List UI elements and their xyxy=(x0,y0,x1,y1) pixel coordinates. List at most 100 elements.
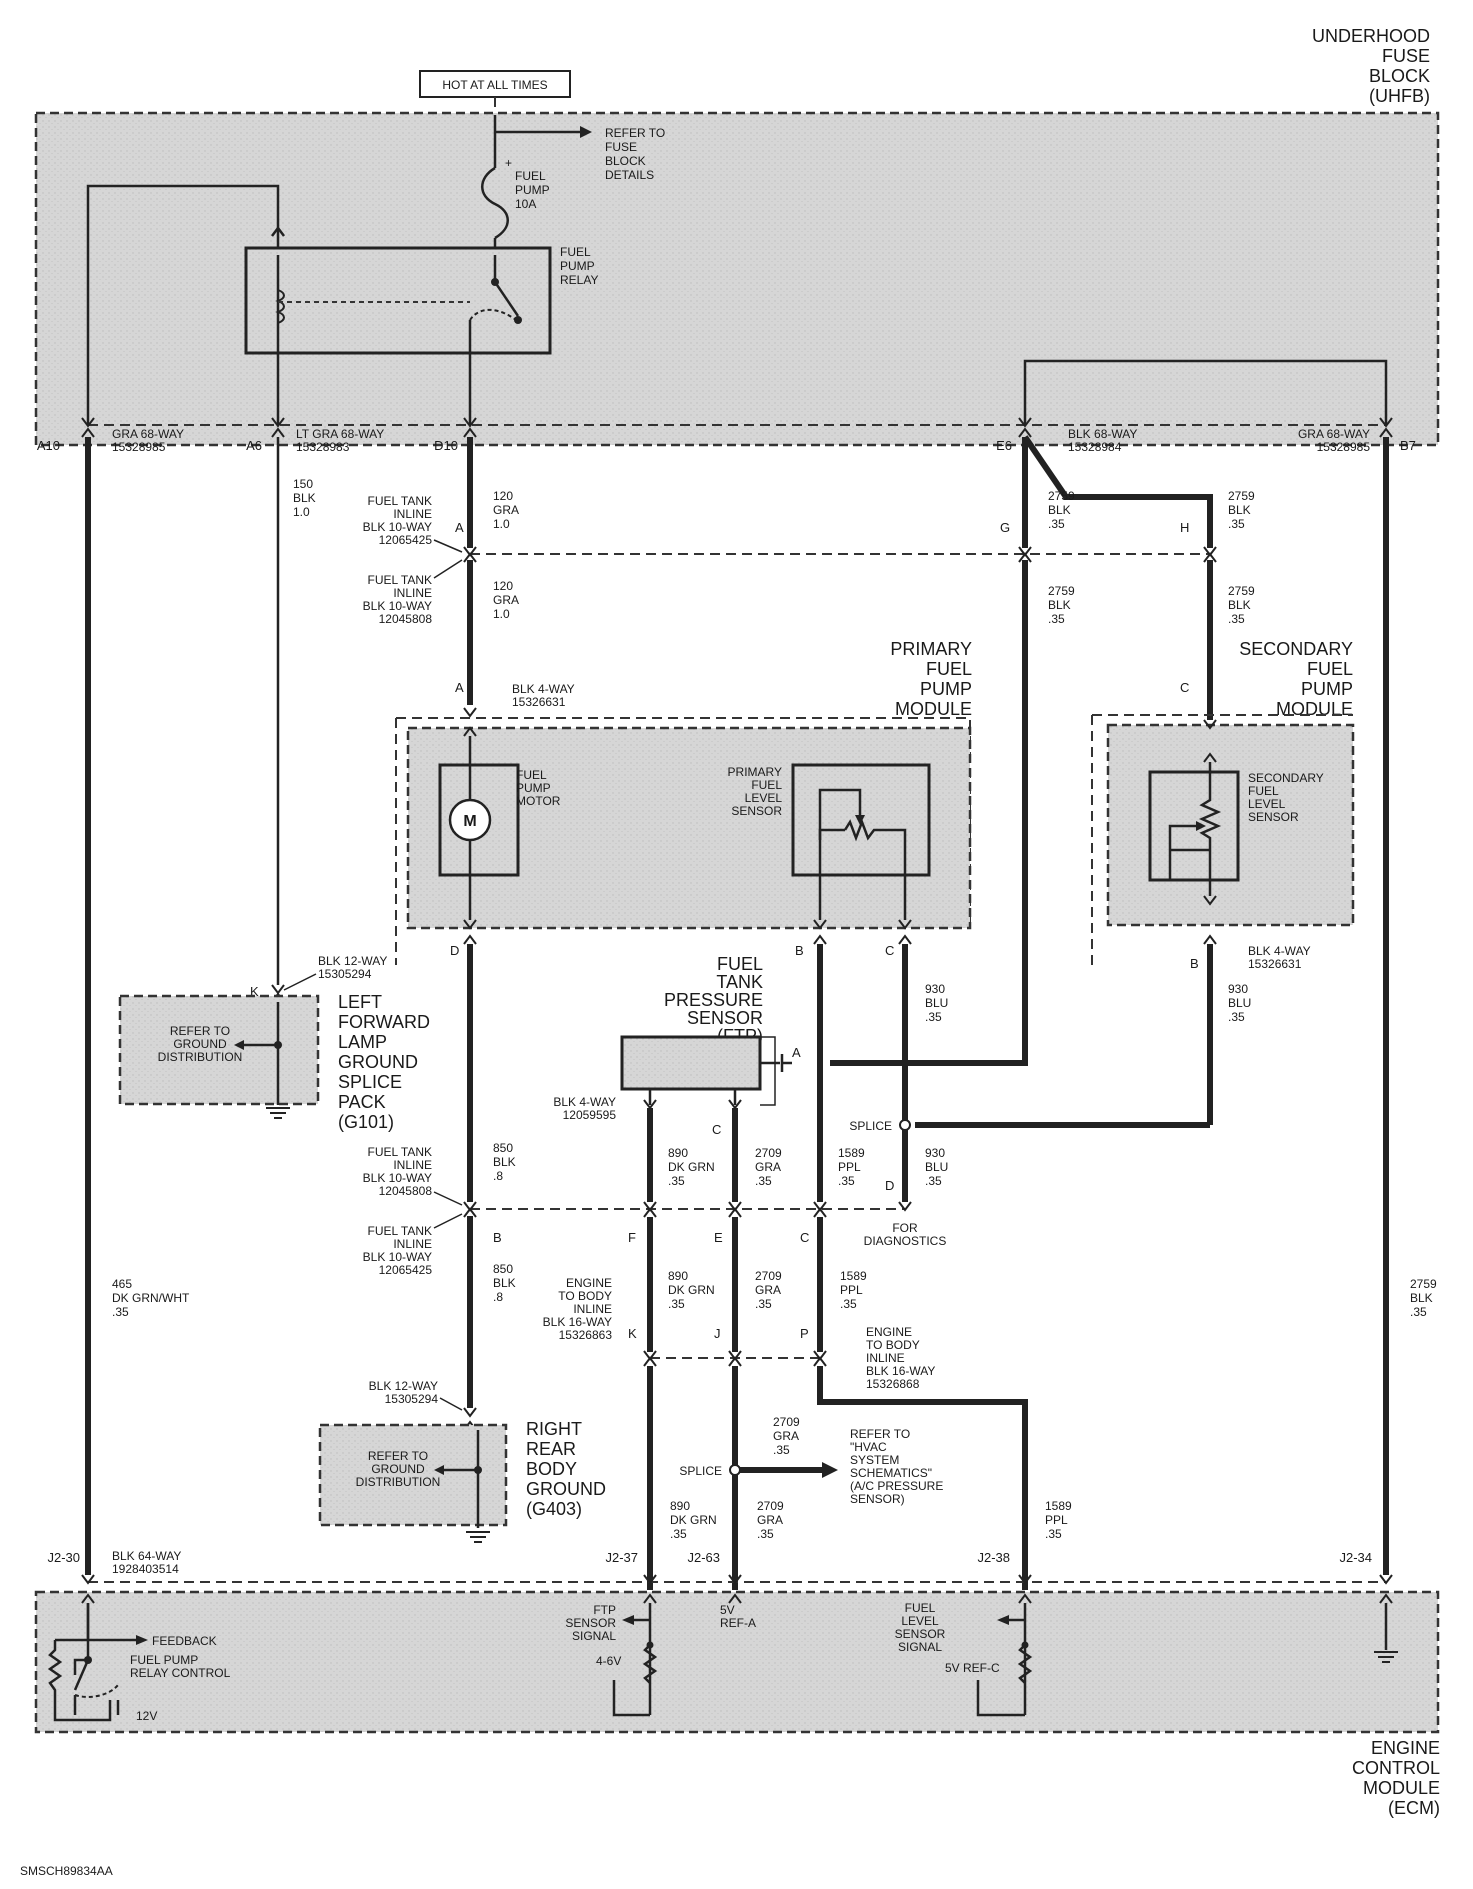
secondary-fuel-pump-module xyxy=(1106,723,1355,927)
sensor-label-line: SENSOR xyxy=(731,804,782,818)
sensor-label-line: LEVEL xyxy=(1248,797,1286,811)
primary-module-bottom-terminals xyxy=(463,919,912,945)
wire-label-line: .35 xyxy=(1410,1305,1427,1319)
right-ground-refer: REFER TO GROUND DISTRIBUTION xyxy=(356,1449,441,1489)
wire-label-line: .35 xyxy=(112,1305,129,1319)
ground-title-line: RIGHT xyxy=(526,1419,582,1439)
ecm-label-line: FUEL xyxy=(905,1601,936,1615)
ftp-title-line: SENSOR xyxy=(687,1008,763,1028)
hvac-label-line: (A/C PRESSURE xyxy=(850,1479,943,1493)
uhfb-box xyxy=(34,111,1440,447)
ecm-label-line: LEVEL xyxy=(901,1614,939,1628)
wire-label-line: 1.0 xyxy=(493,607,510,621)
inline-label-line: BLK 16-WAY xyxy=(866,1364,935,1378)
splice-930-label: SPLICE xyxy=(849,1119,892,1133)
ecm-title-line: (ECM) xyxy=(1388,1798,1440,1818)
terminal xyxy=(463,707,477,718)
inline-label-line: 15326863 xyxy=(559,1328,613,1342)
terminal xyxy=(813,1207,827,1218)
terminal xyxy=(1203,719,1217,730)
fuse-label-line: PUMP xyxy=(515,183,550,197)
wire-label-line: .35 xyxy=(1048,517,1065,531)
wire-label-line: 150 xyxy=(293,477,313,491)
wire-label-line: PPL xyxy=(838,1160,861,1174)
secondary-sensor-wiper xyxy=(1168,824,1198,880)
hvac-label-line: "HVAC xyxy=(850,1440,887,1454)
for-diagnostics-label: FOR DIAGNOSTICS xyxy=(864,1221,947,1248)
wire-label-line: PPL xyxy=(840,1283,863,1297)
pin-c-primary: C xyxy=(885,943,894,958)
terminal-b7-top xyxy=(1379,417,1393,428)
wire-label-line: 1.0 xyxy=(493,517,510,531)
leader xyxy=(283,973,317,991)
refer-line: REFER TO xyxy=(170,1024,230,1038)
uhfb-title-line: (UHFB) xyxy=(1369,86,1430,106)
ecm-label-line: FUEL PUMP xyxy=(130,1653,198,1667)
splice-930-dot xyxy=(899,1119,911,1131)
terminal-d10-bot xyxy=(463,427,477,438)
wire-1589b-label: 1589 PPL .35 xyxy=(840,1269,867,1311)
conn-a10-label: GRA 68-WAY xyxy=(112,427,184,441)
pin-h: H xyxy=(1180,520,1189,535)
inline-label-line: TO BODY xyxy=(558,1289,612,1303)
inline-label-line: ENGINE xyxy=(566,1276,612,1290)
pin-k-e2b: K xyxy=(628,1326,637,1341)
inline-label-line: BLK 10-WAY xyxy=(363,520,432,534)
wire-label-line: BLK xyxy=(293,491,316,505)
inline-label-line: FUEL TANK xyxy=(368,573,432,587)
refer-line: DISTRIBUTION xyxy=(158,1050,243,1064)
splice-dot xyxy=(646,1641,654,1649)
ecm-label-line: FTP xyxy=(593,1603,616,1617)
wire-890c-label: 890 DK GRN .35 xyxy=(670,1499,717,1541)
pin-c-inline: C xyxy=(800,1230,809,1245)
ecm-ftp-return xyxy=(612,1680,650,1717)
inline-label-line: 12065425 xyxy=(379,533,433,547)
wire-930a-label: 930 BLU .35 xyxy=(925,982,948,1024)
fuse-symbol xyxy=(481,166,509,240)
inline-label-line: INLINE xyxy=(393,1158,432,1172)
wire-label-line: DK GRN xyxy=(668,1283,715,1297)
wiper-arrow-icon xyxy=(1196,821,1206,831)
inline-label-line: BLK 10-WAY xyxy=(363,599,432,613)
uhfb-connector-terminals xyxy=(81,417,1393,438)
wire-label-line: DK GRN xyxy=(668,1160,715,1174)
ground-title-line: REAR xyxy=(526,1439,576,1459)
ecm-12v-label: 12V xyxy=(136,1709,157,1723)
terminal xyxy=(1018,1593,1032,1604)
terminal xyxy=(643,1356,657,1367)
e2b-left-label: ENGINE TO BODY INLINE BLK 16-WAY 1532686… xyxy=(543,1276,613,1342)
wire-label-line: 120 xyxy=(493,489,513,503)
pin-d: D xyxy=(450,943,459,958)
uhfb-title-line: FUSE xyxy=(1382,46,1430,66)
terminal-b7-bot xyxy=(1379,427,1393,438)
terminal xyxy=(463,1407,477,1418)
hot-at-all-times-box xyxy=(419,70,571,98)
conn-label-line: BLK 4-WAY xyxy=(512,682,575,696)
wire-label-line: 2759 xyxy=(1228,489,1255,503)
wire-label-line: BLU xyxy=(1228,996,1251,1010)
inline-label-line: INLINE xyxy=(393,1237,432,1251)
wire-label-line: .35 xyxy=(668,1174,685,1188)
wire-2759-e6-to-h xyxy=(1022,435,1213,548)
ground-symbol-icon xyxy=(1374,1651,1398,1663)
inline-label-line: FUEL TANK xyxy=(368,1145,432,1159)
conn-e6-label: 15328984 xyxy=(1068,440,1122,454)
wire-label-line: 1589 xyxy=(838,1146,865,1160)
terminal xyxy=(728,1574,742,1585)
terminal-e6-top xyxy=(1018,417,1032,428)
splice-dot xyxy=(1021,1641,1029,1649)
pin-a-inline: A xyxy=(455,520,464,535)
level-signal-arrow-icon xyxy=(997,1615,1009,1625)
ecm-ftp-resistor-icon xyxy=(642,1644,658,1684)
e2b-terminals xyxy=(643,1350,827,1367)
pin-b7: B7 xyxy=(1400,438,1416,453)
relay-switch-blade xyxy=(493,281,520,317)
wire-label-line: BLK xyxy=(1048,503,1071,517)
k-12way-label: BLK 12-WAY 15305294 xyxy=(318,954,387,981)
ecm-level-resistor-icon xyxy=(1017,1644,1033,1684)
wire-label-line: 2759 xyxy=(1048,584,1075,598)
hvac-refer-label: REFER TO "HVAC SYSTEM SCHEMATICS" (A/C P… xyxy=(850,1427,943,1506)
wire-1589-e2b-to-ecm xyxy=(817,1366,1028,1590)
terminal xyxy=(898,919,912,930)
wire-2759h2-label: 2759 BLK .35 xyxy=(1228,584,1255,626)
